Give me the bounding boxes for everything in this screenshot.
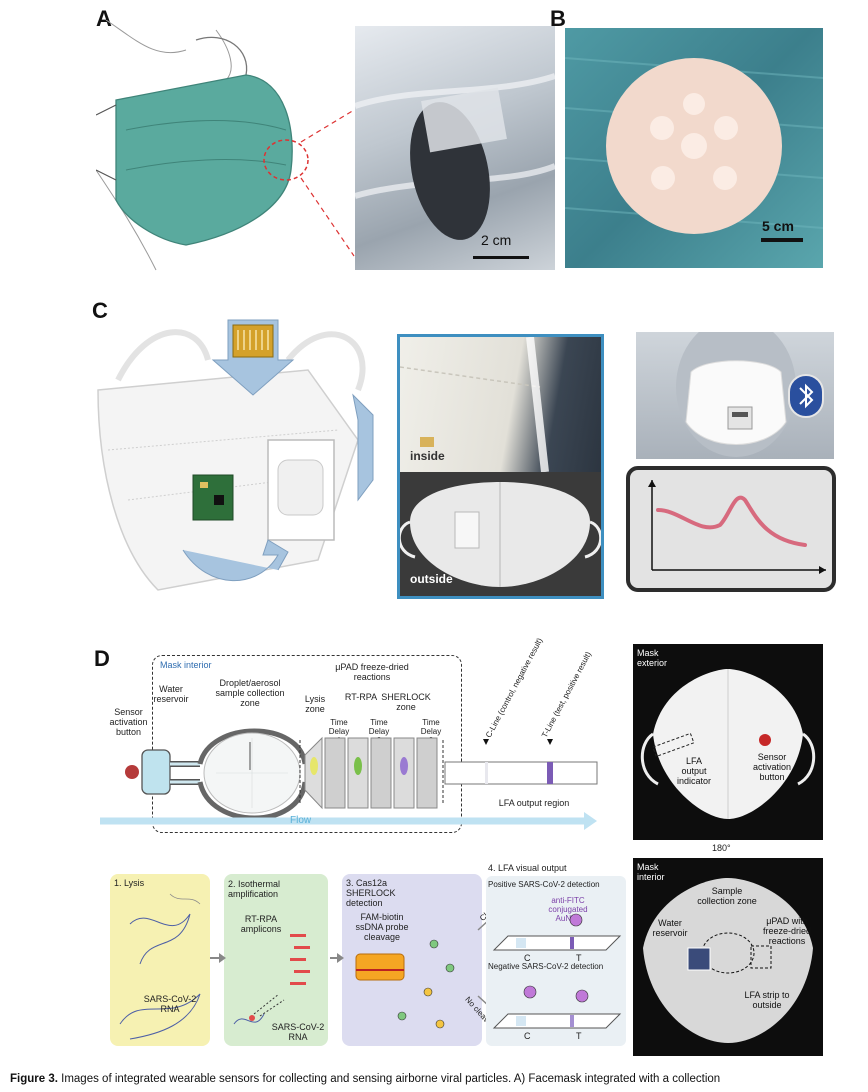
step-lysis-title: 1. Lysis — [114, 878, 144, 888]
panel-a-collection-device — [355, 26, 555, 270]
panel-b-letter: B — [550, 6, 566, 32]
panel-c-signal-plot — [630, 470, 832, 588]
upad-photo-label: μPAD with freeze-dried reactions — [755, 916, 819, 946]
figure-caption: Figure 3. Images of integrated wearable … — [10, 1073, 720, 1085]
lfa-strips — [486, 900, 626, 1040]
mask-exterior-shape — [633, 644, 823, 840]
flow-label: Flow — [290, 815, 311, 826]
mask-interior-title: Mask interior — [160, 660, 212, 670]
panel-b-scale-bar-line — [761, 238, 803, 242]
mask-exterior-label: Mask exterior — [637, 648, 687, 668]
step-lysis-box — [110, 874, 210, 1046]
panel-c-photo-frame: inside outside — [397, 334, 604, 599]
sample-collection-zone-label: Sample collection zone — [697, 886, 757, 906]
panel-a-scale-bar-line — [473, 256, 529, 259]
figure-caption-label: Figure 3. — [10, 1073, 58, 1085]
panel-c-inside-label: inside — [410, 449, 445, 463]
lfa-output-indicator-label: LFA output indicator — [673, 756, 715, 786]
figure-caption-text: Images of integrated wearable sensors fo… — [61, 1073, 720, 1085]
lfa-strip-outside-label: LFA strip to outside — [737, 990, 797, 1010]
panel-b-photo: 5 cm — [565, 28, 823, 268]
panel-c-wearer-photo — [636, 332, 834, 459]
positive-detection-label: Positive SARS-CoV-2 detection — [488, 880, 600, 889]
strip-2-c: C — [524, 1031, 531, 1041]
step-amplification-title: 2. Isothermal amplification — [228, 879, 298, 899]
panel-c-outside-label: outside — [410, 572, 453, 586]
water-reservoir-photo-label: Water reservoir — [647, 918, 693, 938]
panel-a-photo: 2 cm — [355, 26, 555, 270]
lysis-rna-illustration — [110, 874, 210, 1046]
panel-c-ffp-mask-illustration — [88, 300, 388, 600]
mask-interior-photo: Mask interior Sample collection zone Wat… — [633, 858, 823, 1056]
step-lfa-title: 4. LFA visual output — [488, 863, 567, 873]
panel-a-scale-label: 2 cm — [481, 232, 511, 248]
mask-interior-photo-label: Mask interior — [637, 862, 683, 882]
panel-c-phone-graph — [626, 466, 836, 592]
strip-1-t: T — [576, 953, 582, 963]
panel-d-letter: D — [94, 646, 110, 672]
panel-d-device-schematic — [100, 700, 605, 830]
panel-b-scale-label: 5 cm — [762, 218, 794, 234]
mask-exterior-photo: Mask exterior LFA output indicator Senso… — [633, 644, 823, 840]
step-arrows — [204, 900, 514, 1040]
step-lysis-rna-label: SARS-CoV-2 RNA — [138, 994, 202, 1014]
sensor-activation-button-label: Sensor activation button — [745, 752, 799, 782]
panel-a-mask-illustration — [96, 20, 356, 272]
strip-2-t: T — [576, 1031, 582, 1041]
rotation-label: 180° — [712, 843, 731, 853]
strip-1-c: C — [524, 953, 531, 963]
panel-c-photo-outside: outside — [400, 472, 601, 596]
bluetooth-icon — [788, 374, 824, 418]
upad-title: μPAD freeze-dried reactions — [322, 662, 422, 682]
panel-c-photo-inside: inside — [400, 337, 601, 472]
